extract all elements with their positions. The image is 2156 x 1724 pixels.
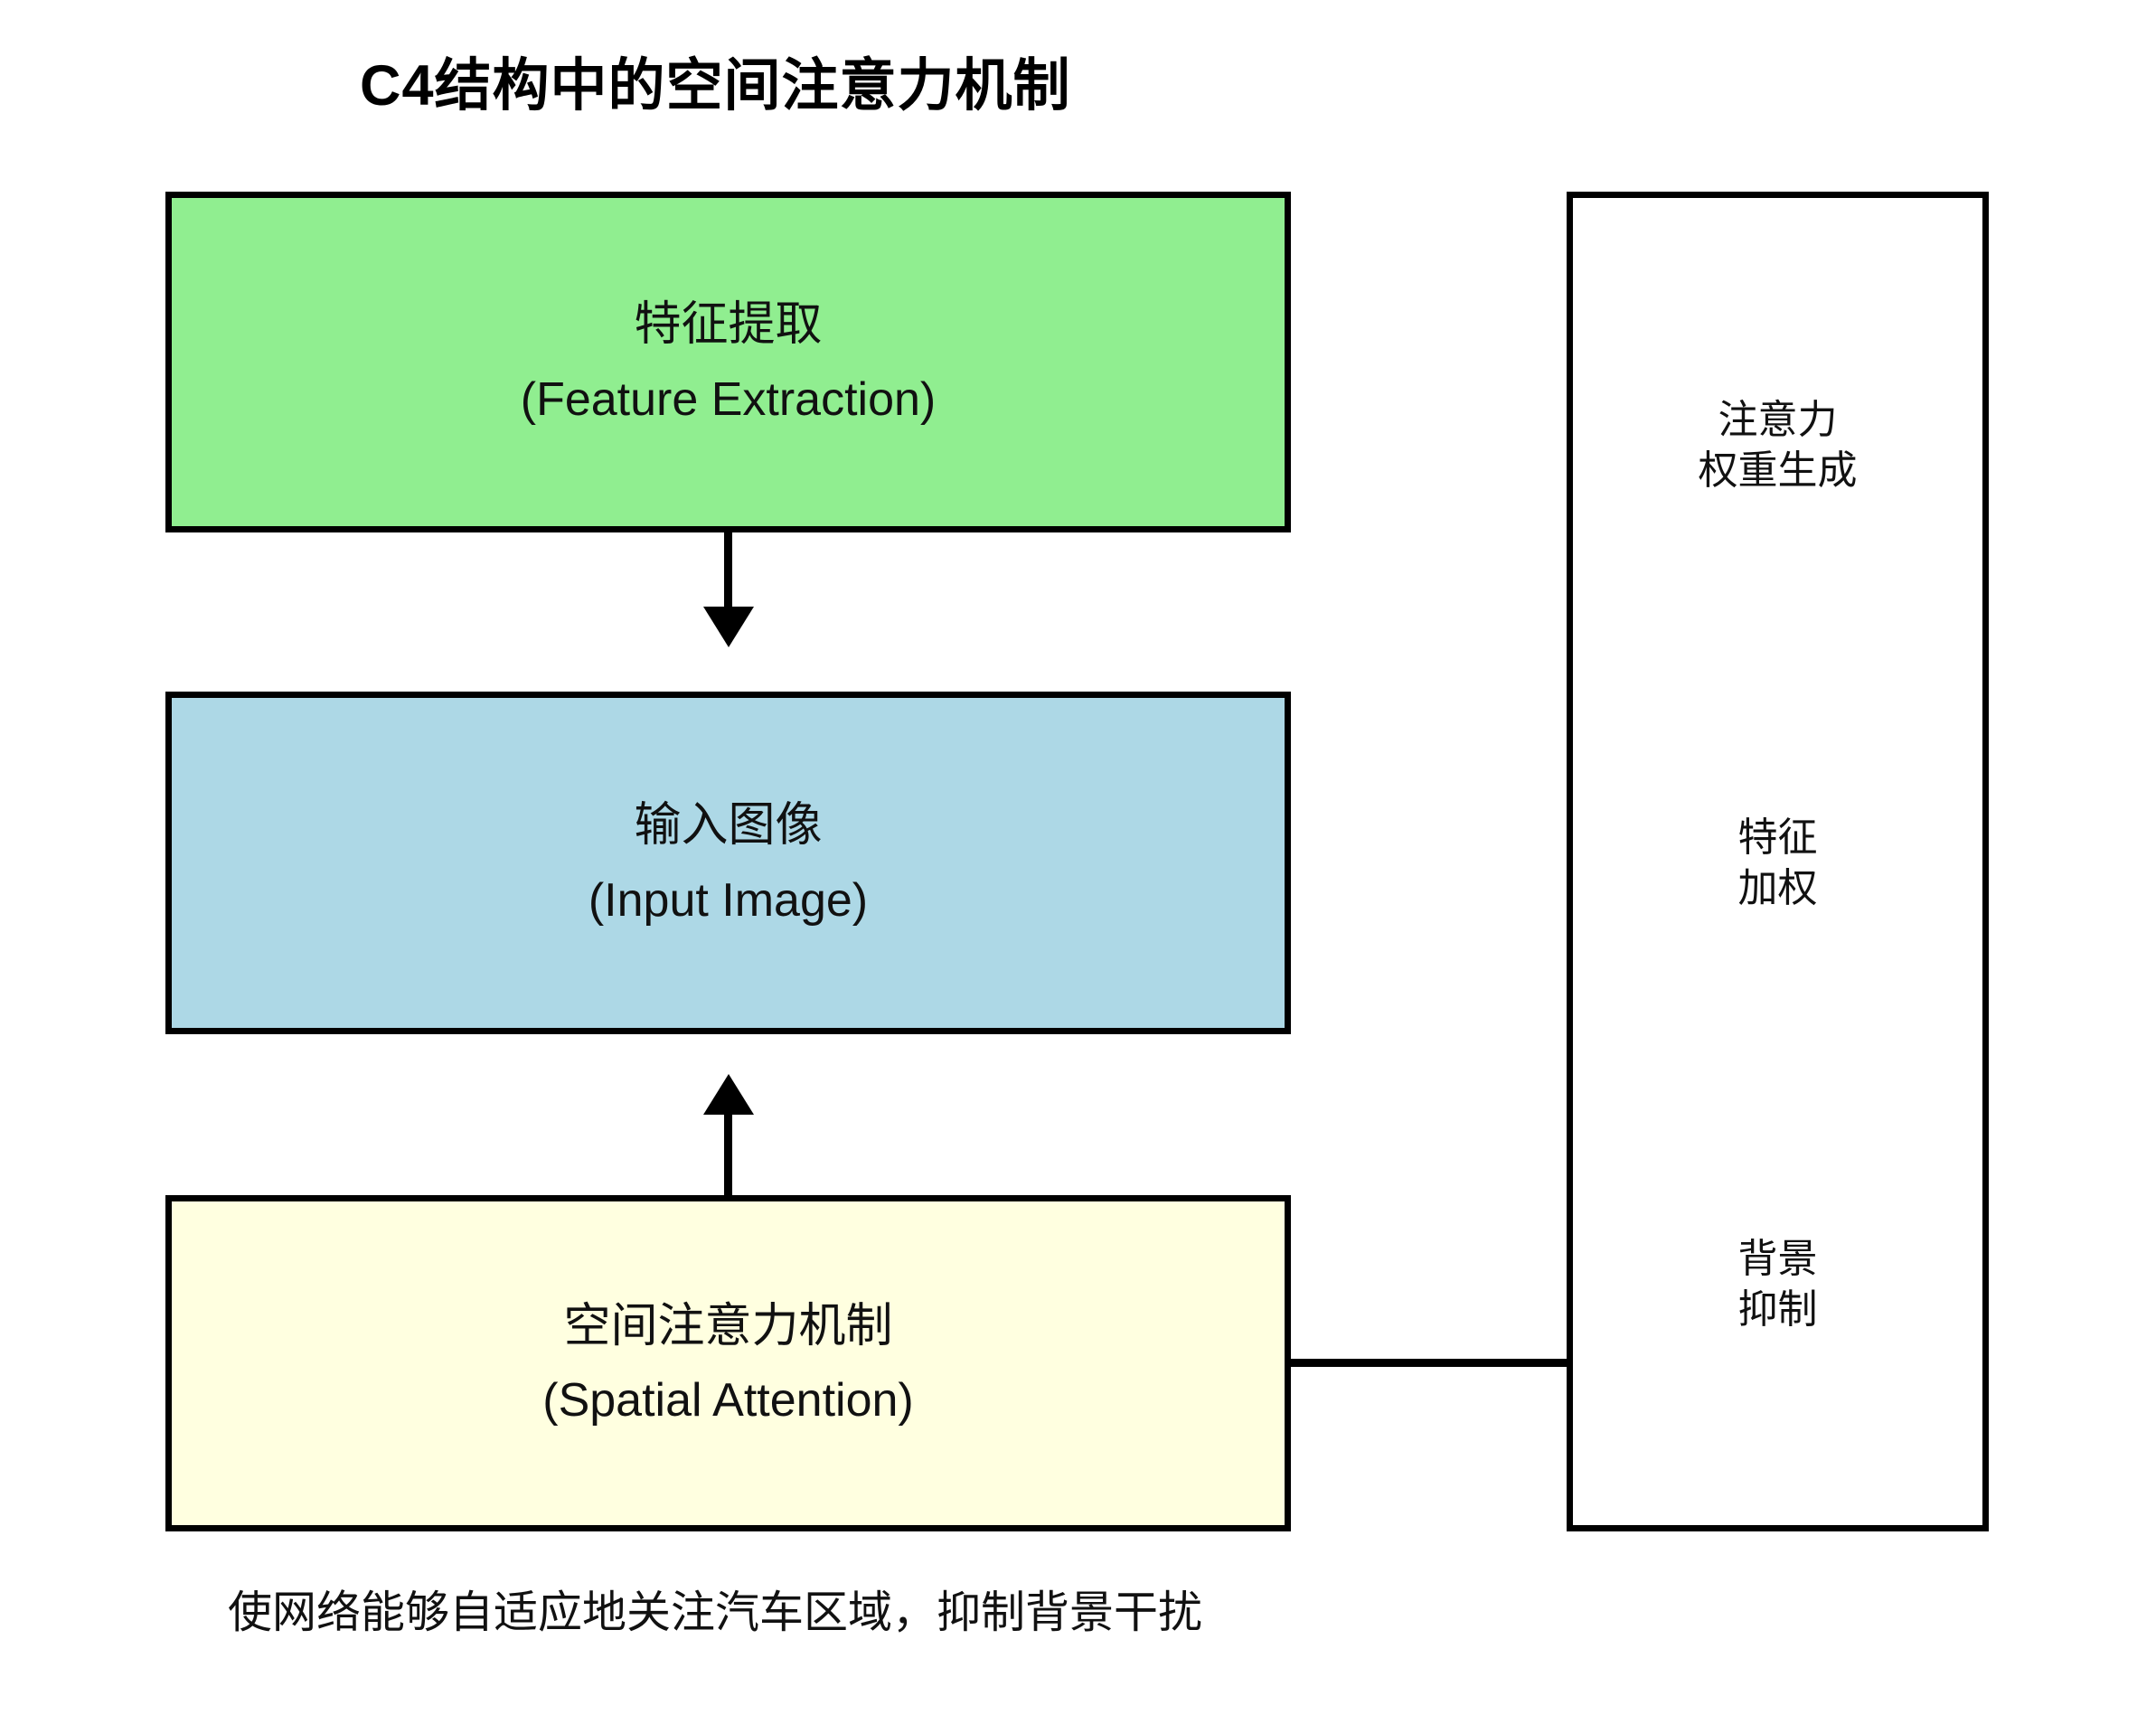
diagram-title: C4结构中的空间注意力机制: [360, 54, 1071, 118]
panel-item-line: 特征: [1737, 815, 1818, 860]
input-image-label-en: (Input Image): [588, 873, 869, 927]
feature-extraction-label-zh: 特征提取: [634, 298, 823, 352]
spatial-attention-label-en: (Spatial Attention): [542, 1374, 914, 1427]
panel-item-line: 权重生成: [1698, 448, 1858, 493]
arrow-stem: [724, 1112, 732, 1195]
arrow-stem: [1291, 1359, 1573, 1367]
panel-item-line: 抑制: [1737, 1287, 1818, 1332]
spatial-attention-label-zh: 空间注意力机制: [563, 1299, 893, 1352]
input-image-label-zh: 输入图像: [634, 799, 823, 853]
spatial-attention-box: 空间注意力机制 (Spatial Attention): [165, 1195, 1291, 1531]
panel-item-line: 背景: [1737, 1237, 1818, 1281]
arrow-stem: [724, 530, 732, 609]
feature-extraction-box: 特征提取 (Feature Extraction): [165, 192, 1291, 532]
diagram-caption: 使网络能够自适应地关注汽车区域，抑制背景干扰: [228, 1588, 1203, 1637]
feature-extraction-label-en: (Feature Extraction): [520, 372, 937, 426]
arrowhead-up-icon: [703, 1074, 754, 1115]
attention-process-panel: 注意力 权重生成 特征 加权 背景 抑制: [1567, 192, 1989, 1531]
panel-item-background-suppression: 背景 抑制: [1573, 1234, 1982, 1335]
panel-item-attention-weight-generation: 注意力 权重生成: [1573, 395, 1982, 496]
panel-item-line: 注意力: [1718, 398, 1838, 442]
panel-item-feature-weighting: 特征 加权: [1573, 813, 1982, 914]
input-image-box: 输入图像 (Input Image): [165, 692, 1291, 1034]
arrowhead-down-icon: [703, 607, 754, 647]
panel-item-line: 加权: [1737, 866, 1818, 910]
